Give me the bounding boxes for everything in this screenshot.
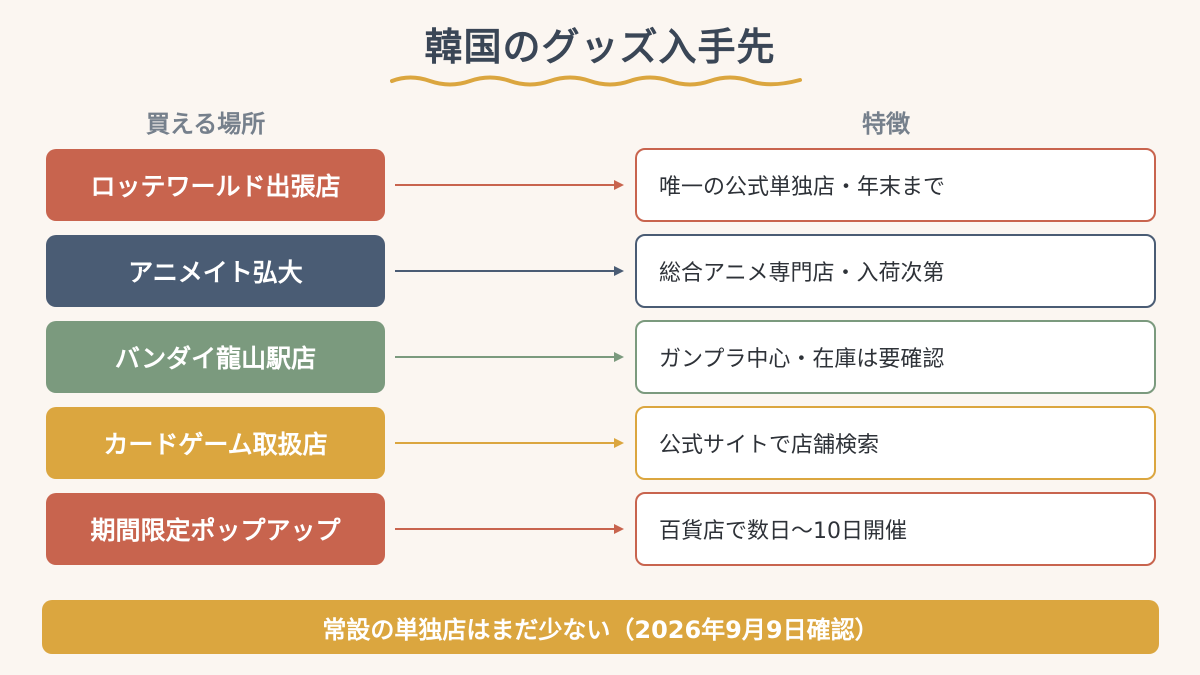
page-title: 韓国のグッズ入手先 xyxy=(424,25,776,69)
place-box-animate-hongdae: アニメイト弘大 xyxy=(46,235,385,307)
place-box-popup: 期間限定ポップアップ xyxy=(46,493,385,565)
places-column-header: 買える場所 xyxy=(146,110,266,138)
feature-box-bandai-yongsan: ガンプラ中心・在庫は要確認 xyxy=(635,320,1156,394)
title-underline xyxy=(390,75,802,87)
place-box-card-game-shop: カードゲーム取扱店 xyxy=(46,407,385,479)
place-box-bandai-yongsan: バンダイ龍山駅店 xyxy=(46,321,385,393)
feature-box-lotte-world: 唯一の公式単独店・年末まで xyxy=(635,148,1156,222)
feature-box-popup: 百貨店で数日〜10日開催 xyxy=(635,492,1156,566)
feature-box-animate-hongdae: 総合アニメ専門店・入荷次第 xyxy=(635,234,1156,308)
place-box-lotte-world: ロッテワールド出張店 xyxy=(46,149,385,221)
features-column-header: 特徴 xyxy=(862,110,910,138)
footer-note: 常設の単独店はまだ少ない（2026年9月9日確認） xyxy=(42,600,1159,654)
feature-box-card-game-shop: 公式サイトで店舗検索 xyxy=(635,406,1156,480)
